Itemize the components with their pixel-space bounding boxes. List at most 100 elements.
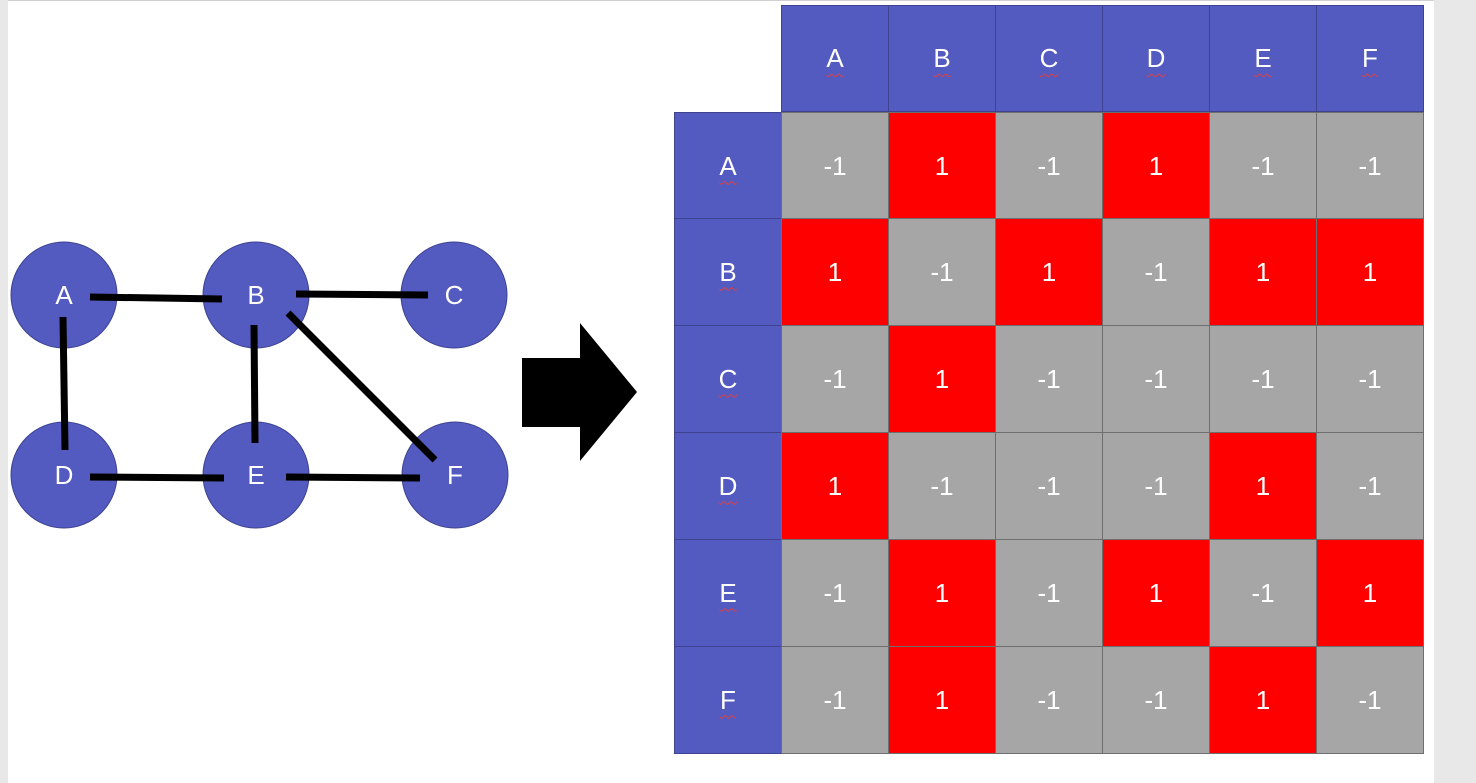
matrix-cell-f-c-text: -1 <box>1037 684 1061 715</box>
col-header-f: F <box>1316 5 1424 112</box>
matrix-cell-f-f-text: -1 <box>1358 684 1382 715</box>
matrix-cell-b-a: 1 <box>781 218 889 326</box>
matrix-cell-b-c: 1 <box>995 218 1103 326</box>
matrix-cell-b-e: 1 <box>1209 218 1317 326</box>
col-header-b-text: B <box>933 43 951 73</box>
matrix-cell-d-e-text: 1 <box>1255 470 1271 501</box>
matrix-cell-c-f: -1 <box>1316 325 1424 433</box>
matrix-cell-a-c: -1 <box>995 112 1103 220</box>
matrix-cell-d-f-text: -1 <box>1358 470 1382 501</box>
col-header-a-text: A <box>826 43 844 73</box>
matrix-cell-f-f: -1 <box>1316 646 1424 754</box>
edge-b-c <box>295 290 429 299</box>
matrix-cell-c-e: -1 <box>1209 325 1317 433</box>
matrix-cell-b-b: -1 <box>888 218 996 326</box>
node-label: B <box>247 280 264 310</box>
edge-layer <box>59 290 438 482</box>
matrix-cell-f-b: 1 <box>888 646 996 754</box>
matrix-cell-a-a: -1 <box>781 112 889 220</box>
row-header-c: C <box>674 325 782 433</box>
matrix-cell-b-e-text: 1 <box>1255 256 1271 287</box>
matrix-cell-d-e: 1 <box>1209 432 1317 540</box>
matrix-cell-b-c-text: 1 <box>1041 256 1057 287</box>
matrix-cell-e-a-text: -1 <box>823 577 847 608</box>
matrix-cell-a-a-text: -1 <box>823 150 847 181</box>
node-f: F <box>401 421 509 529</box>
matrix-cell-f-c: -1 <box>995 646 1103 754</box>
matrix-cell-b-d: -1 <box>1102 218 1210 326</box>
matrix-cell-c-c: -1 <box>995 325 1103 433</box>
matrix-cell-a-c-text: -1 <box>1037 150 1061 181</box>
matrix-cell-f-a-text: -1 <box>823 684 847 715</box>
col-header-d: D <box>1102 5 1210 112</box>
matrix-cell-c-d-text: -1 <box>1144 363 1168 394</box>
row-header-d: D <box>674 432 782 540</box>
edge-a-d <box>59 316 69 451</box>
matrix-cell-c-d: -1 <box>1102 325 1210 433</box>
node-label: A <box>55 280 73 310</box>
matrix-cell-f-a: -1 <box>781 646 889 754</box>
matrix-cell-b-a-text: 1 <box>827 256 843 287</box>
matrix-cell-a-f: -1 <box>1316 112 1424 220</box>
matrix-cell-a-f-text: -1 <box>1358 150 1382 181</box>
row-header-f-text: F <box>720 684 736 715</box>
col-header-c-text: C <box>1039 43 1059 73</box>
matrix-cell-e-e-text: -1 <box>1251 577 1275 608</box>
matrix-cell-d-c-text: -1 <box>1037 470 1061 501</box>
row-header-c-text: C <box>718 363 738 394</box>
matrix-cell-e-e: -1 <box>1209 539 1317 647</box>
matrix-cell-d-a-text: 1 <box>827 470 843 501</box>
row-header-a-text: A <box>719 150 737 181</box>
node-d: D <box>10 421 118 529</box>
node-c: C <box>400 241 508 349</box>
edge-d-e <box>89 473 225 482</box>
matrix-cell-d-b-text: -1 <box>930 470 954 501</box>
matrix-cell-f-b-text: 1 <box>934 684 950 715</box>
node-label: C <box>445 280 464 310</box>
matrix-cell-c-e-text: -1 <box>1251 363 1275 394</box>
matrix-cell-e-b: 1 <box>888 539 996 647</box>
edge-b-e <box>250 324 259 444</box>
row-header-b-text: B <box>719 256 737 287</box>
matrix-cell-a-e-text: -1 <box>1251 150 1275 181</box>
slide-border <box>8 0 1434 1</box>
matrix-cell-c-a: -1 <box>781 325 889 433</box>
matrix-cell-b-b-text: -1 <box>930 256 954 287</box>
matrix-cell-a-d-text: 1 <box>1148 150 1164 181</box>
matrix-cell-d-d-text: -1 <box>1144 470 1168 501</box>
matrix-cell-f-d-text: -1 <box>1144 684 1168 715</box>
matrix-cell-e-f: 1 <box>1316 539 1424 647</box>
matrix-cell-b-d-text: -1 <box>1144 256 1168 287</box>
matrix-cell-e-d: 1 <box>1102 539 1210 647</box>
matrix-cell-a-d: 1 <box>1102 112 1210 220</box>
edge-e-f <box>285 473 421 482</box>
matrix-cell-f-e: 1 <box>1209 646 1317 754</box>
matrix-cell-f-d: -1 <box>1102 646 1210 754</box>
matrix-cell-d-c: -1 <box>995 432 1103 540</box>
matrix-cell-f-e-text: 1 <box>1255 684 1271 715</box>
row-header-f: F <box>674 646 782 754</box>
matrix-cell-c-b: 1 <box>888 325 996 433</box>
node-label: D <box>55 460 74 490</box>
matrix-cell-c-a-text: -1 <box>823 363 847 394</box>
matrix-cell-a-b: 1 <box>888 112 996 220</box>
edge-a-b <box>89 293 223 303</box>
matrix-cell-e-f-text: 1 <box>1362 577 1378 608</box>
row-header-d-text: D <box>718 470 738 501</box>
col-header-f-text: F <box>1362 43 1378 73</box>
matrix-cell-e-a: -1 <box>781 539 889 647</box>
matrix-cell-a-b-text: 1 <box>934 150 950 181</box>
matrix-cell-e-b-text: 1 <box>934 577 950 608</box>
col-header-e-text: E <box>1254 43 1272 73</box>
matrix-cell-e-d-text: 1 <box>1148 577 1164 608</box>
matrix-cell-d-b: -1 <box>888 432 996 540</box>
matrix-cell-c-b-text: 1 <box>934 363 950 394</box>
matrix-cell-d-a: 1 <box>781 432 889 540</box>
matrix-cell-c-c-text: -1 <box>1037 363 1061 394</box>
node-label: F <box>447 460 463 490</box>
matrix-cell-d-d: -1 <box>1102 432 1210 540</box>
row-header-a: A <box>674 112 782 220</box>
matrix-cell-e-c-text: -1 <box>1037 577 1061 608</box>
col-header-e: E <box>1209 5 1317 112</box>
